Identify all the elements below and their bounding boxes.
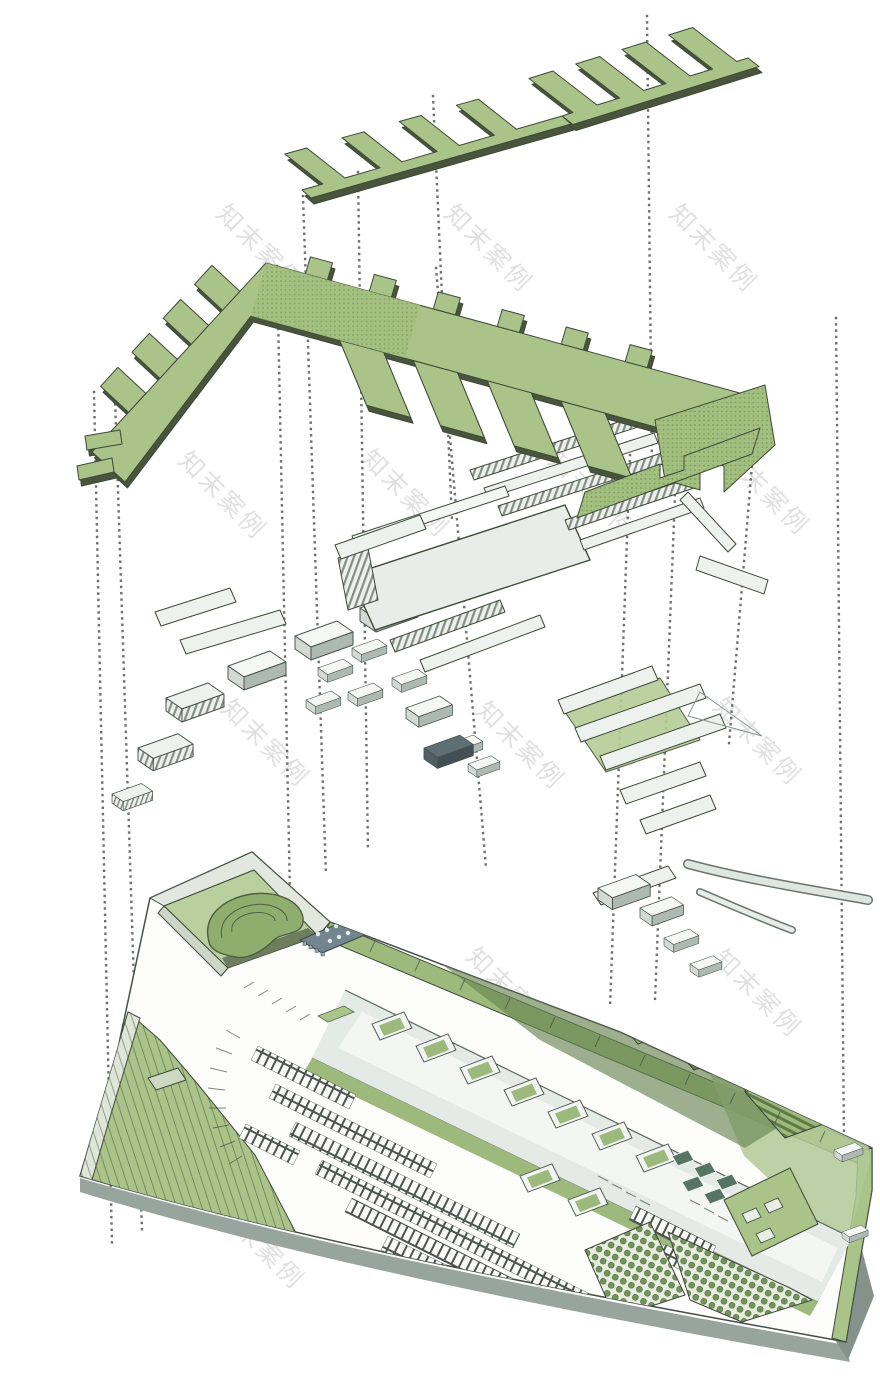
site-slab-shadow [80,1178,850,1362]
building-box [689,955,723,978]
building-box [663,928,700,953]
watermark-text: 知末案例 [664,199,763,298]
louvered-box [111,783,153,812]
building-box [467,755,501,778]
plate-green [76,256,759,483]
watermark-text: 知末案例 [439,199,538,298]
building-box [597,874,651,911]
building-box [351,638,388,663]
tree-grove [584,1221,686,1319]
building-box [405,695,453,728]
building-box [391,668,428,693]
layer-scattered-volumes [111,550,873,978]
east-corner [584,1149,819,1323]
building-box [294,620,354,661]
louvered-box [165,682,225,723]
plate-lower-strip [576,427,761,519]
watermark-text: 知末案例 [471,696,570,795]
big-slab-roof [349,504,591,631]
plaza-ticks [207,981,311,1165]
building-box [639,896,684,927]
tree-grove [667,1231,813,1323]
dark-box [423,734,474,769]
nw-garden [149,852,331,977]
courtyard-blocks [371,1011,677,1217]
layer-terrace-plate [76,256,776,519]
building-box [227,650,287,691]
ne-edge-ticks [369,940,826,1143]
watermark-text: 知末案例 [708,944,807,1043]
layer-top-ribbon [284,27,763,205]
building-box [347,682,384,707]
watermark-text: 知末案例 [708,692,807,791]
building-box [305,690,342,715]
west-terrace-wedge [80,1011,306,1251]
building-box [317,658,354,683]
layer-site-plan [79,851,874,1362]
layer-building-complex [154,414,769,673]
right-bar-complex [557,665,873,934]
watermark-text: 知末案例 [173,446,272,545]
plate-texture-patch [251,263,420,358]
louvered-box [137,733,194,772]
watermark-text: 知末案例 [216,694,315,793]
